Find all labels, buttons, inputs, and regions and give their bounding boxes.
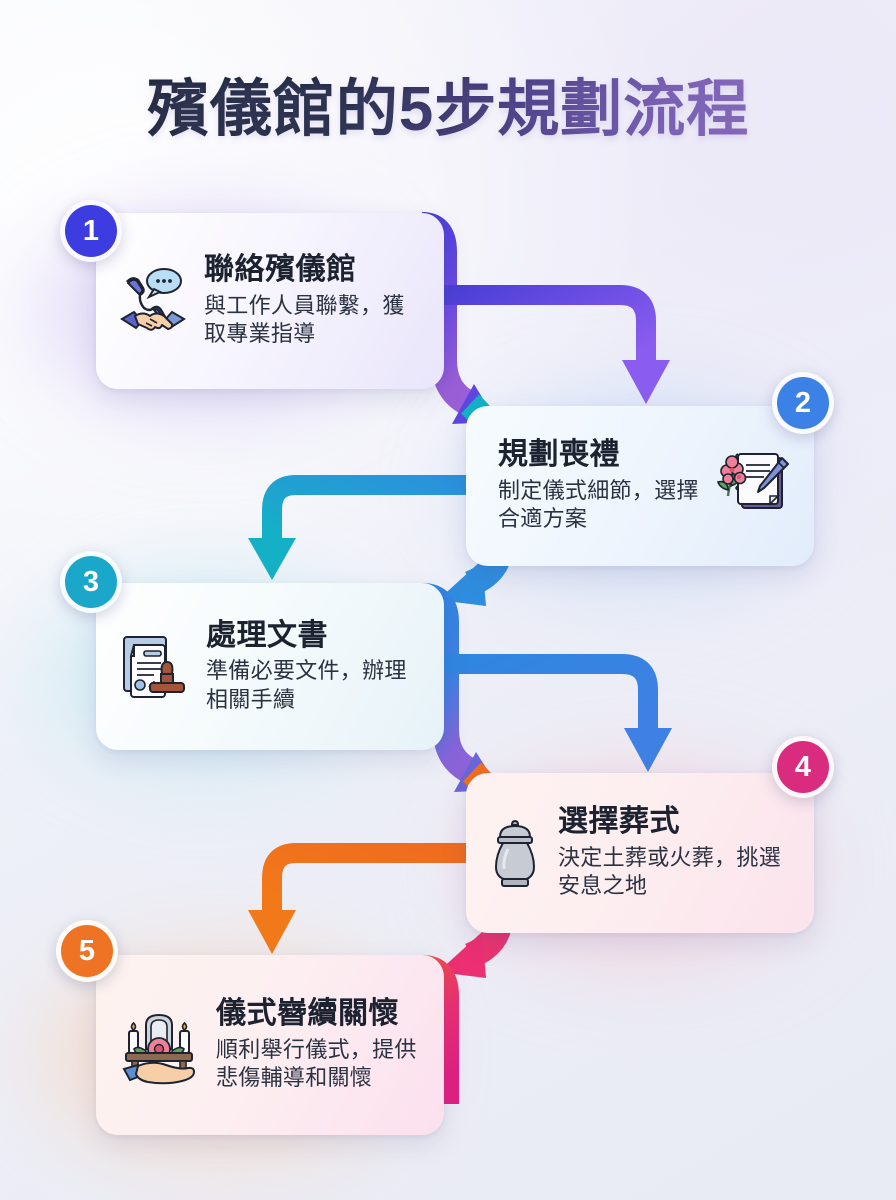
connector-2-to-3 [248,394,513,606]
step-description: 制定儀式細節，選擇合適方案 [498,477,699,532]
step-title: 選擇葬式 [558,805,680,839]
step-title: 聯絡殯儀館 [204,253,357,287]
step-card-3[interactable]: 處理文書 準備必要文件，辦理相關手續 [96,583,444,750]
step-badge-2: 2 [772,372,834,434]
step-title: 儀式嶜續關懷 [216,997,399,1031]
step-badge-5: 5 [56,920,118,982]
connector-3-to-4 [421,583,672,792]
notepad-pen-flowers-icon [714,446,794,526]
funeral-urn-icon [486,815,544,891]
step-title: 處理文書 [206,618,328,652]
step-description: 順利舉行儀式，提供悲傷輔導和關懷 [216,1036,417,1091]
step-badge-4: 4 [772,736,834,798]
step-title: 規劃喪禮 [498,438,620,472]
step-description: 決定土葬或火葬，挑選安息之地 [558,844,782,899]
page-title: 殯儀館的5步規劃流程 [0,58,896,148]
step-description: 準備必要文件，辦理相關手續 [206,658,407,712]
connector-4-to-5 [248,762,513,978]
memorial-altar-hand-icon [116,1005,202,1085]
step-card-4[interactable]: 選擇葬式 決定土葬或火葬，挑選安息之地 [466,773,814,933]
phone-handshake-icon [116,264,190,338]
step-description: 與工作人員聯繫，獲取專業指導 [204,292,405,347]
connector-1-to-2 [420,212,670,424]
document-stamp-icon [116,629,192,705]
step-card-1[interactable]: 聯絡殯儀館 與工作人員聯繫，獲取專業指導 [96,213,444,389]
step-card-5[interactable]: 儀式嶜續關懷 順利舉行儀式，提供悲傷輔導和關懷 [96,955,444,1135]
step-card-2[interactable]: 規劃喪禮 制定儀式細節，選擇合適方案 [466,406,814,566]
step-badge-3: 3 [60,551,122,613]
step-badge-1: 1 [60,200,122,262]
